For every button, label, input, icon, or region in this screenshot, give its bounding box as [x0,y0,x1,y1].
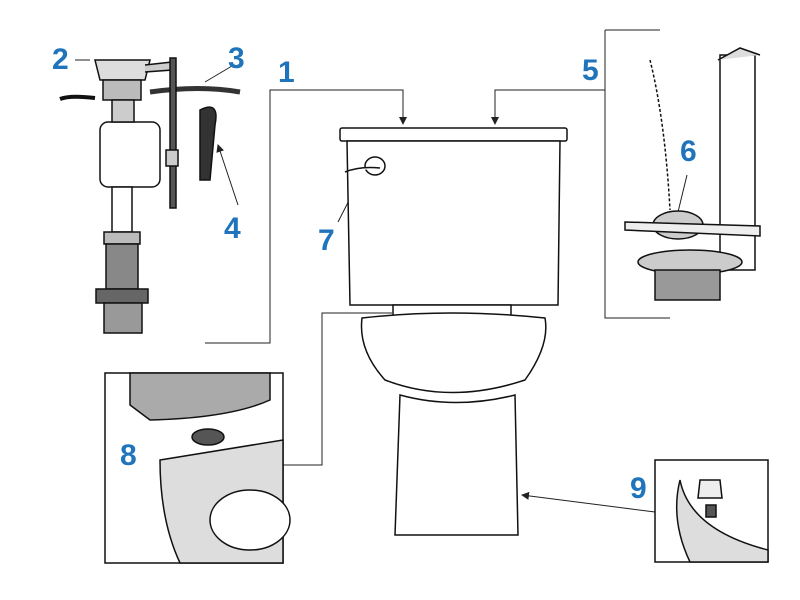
inset-bolts [104,372,291,564]
toilet-bowl [360,304,547,536]
toilet-tank [339,127,568,306]
label-1-fill-valve: 1 [278,56,295,89]
label-7-trip-lever: 7 [318,224,335,257]
label-2-float-cap: 2 [52,43,69,76]
inset-bolt-caps [654,459,769,563]
label-5-flush-valve: 5 [582,54,599,87]
fill-valve-illustration [59,57,241,334]
label-9-bolt-caps: 9 [630,472,647,505]
flush-valve-illustration [624,47,761,301]
label-6-flapper: 6 [680,135,697,168]
label-3-refill-tube: 3 [228,42,245,75]
label-4-refill-clip: 4 [224,212,241,245]
label-8-tank-bolts: 8 [120,439,137,472]
